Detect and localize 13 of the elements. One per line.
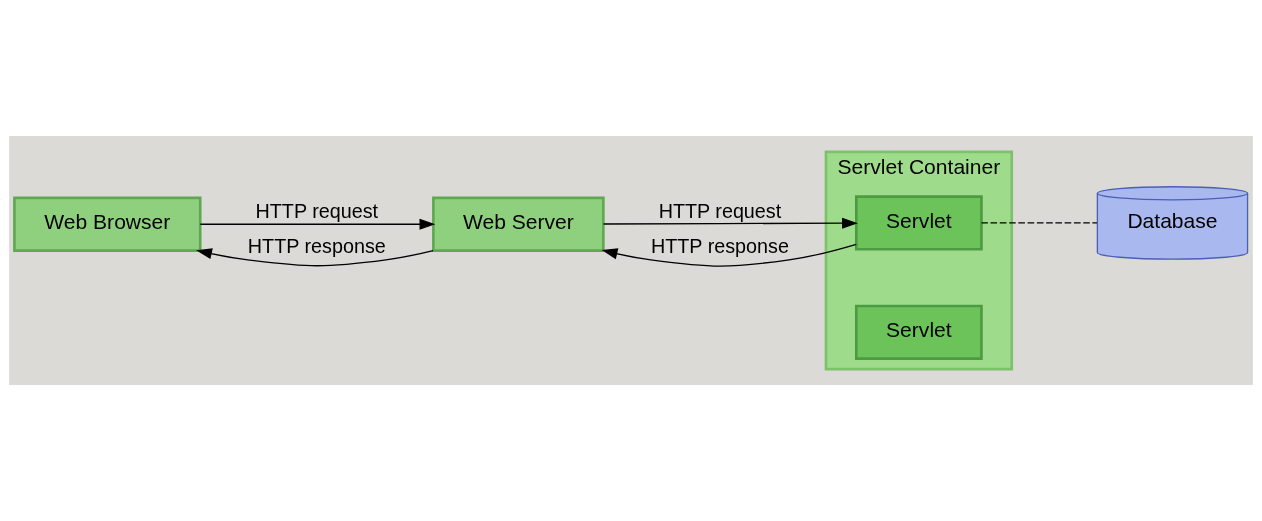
arrow: [602, 217, 858, 229]
node-box: Servlet: [854, 304, 983, 360]
connector: [980, 222, 1098, 224]
arrow: [601, 243, 857, 267]
edge-label: HTTP response: [247, 235, 386, 258]
arrow: [199, 218, 436, 230]
node-box: Servlet: [854, 195, 983, 251]
edge-label: HTTP response: [650, 235, 789, 258]
node-box: Web Browser: [13, 196, 202, 252]
edge-label: HTTP request: [255, 199, 379, 222]
edge-label: HTTP request: [658, 199, 782, 222]
arrow: [196, 248, 434, 267]
node-box: Web Server: [432, 196, 605, 252]
